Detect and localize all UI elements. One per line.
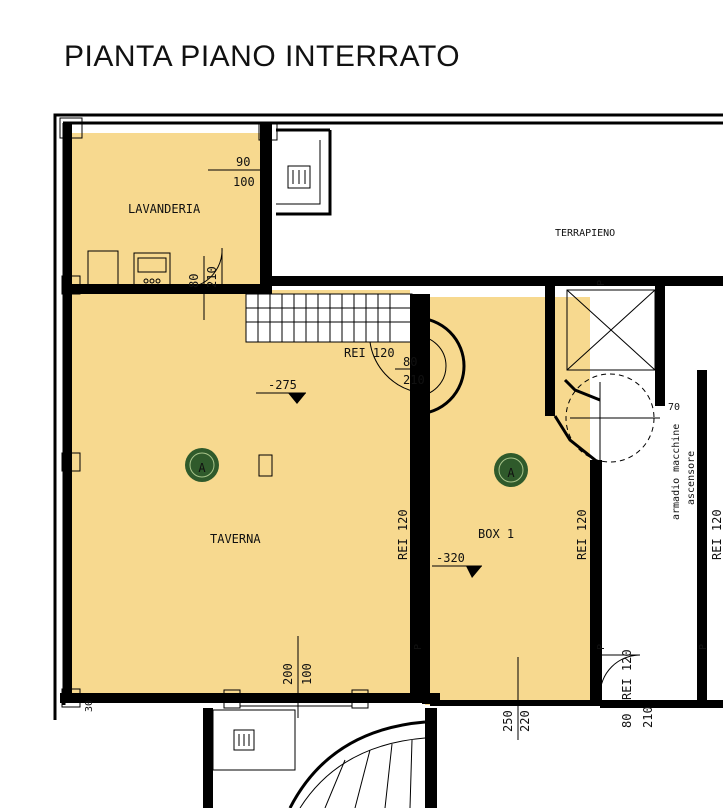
dim-right-door-h: 210 — [641, 706, 655, 728]
page-title: PIANTA PIANO INTERRATO — [64, 40, 461, 73]
rei-door: REI 120 — [620, 649, 634, 700]
dim-box-gate-w: 250 — [501, 710, 515, 732]
bottom-stairs — [203, 708, 437, 808]
room-label-lavanderia: LAVANDERIA — [128, 202, 201, 216]
spiral-door — [369, 316, 466, 416]
p-mark-left: P — [413, 644, 424, 650]
dim-lav-door-h: 210 — [205, 266, 219, 288]
taverna-room — [72, 290, 410, 693]
room-label-armadio-2: ascensore — [686, 451, 697, 505]
p-mark-right: P — [698, 644, 709, 650]
stair-treads — [245, 293, 413, 343]
lift-shaft — [553, 289, 660, 470]
dim-lav-door-w: 80 — [187, 274, 201, 288]
dim-box-gate-h: 220 — [518, 710, 532, 732]
level-marker-box — [432, 565, 482, 578]
box-room — [425, 297, 590, 705]
rei-taverna-wall: REI 120 — [396, 509, 410, 560]
stair-area — [246, 294, 412, 342]
right-door — [599, 654, 641, 696]
dim-small-30: 30 — [84, 700, 95, 712]
washing-machines — [87, 250, 171, 286]
column — [258, 454, 273, 477]
room-label-taverna: TAVERNA — [210, 532, 261, 546]
dim-spiral-w: 80 — [403, 355, 417, 369]
dim-lift-70: 70 — [668, 402, 680, 413]
dim-tav-win-w: 200 — [281, 663, 295, 685]
dim-lav-h: 100 — [233, 175, 255, 189]
room-label-terrapieno: TERRAPIENO — [555, 228, 615, 239]
room-label-armadio-1: armadio macchine — [671, 424, 682, 520]
walls — [53, 113, 723, 720]
badge-taverna: A — [185, 448, 219, 482]
room-label-box: BOX 1 — [478, 527, 514, 541]
rei-box-wall: REI 120 — [575, 509, 589, 560]
level-box: -320 — [436, 551, 465, 565]
p-mark-mid: P — [596, 644, 607, 650]
rei-stair: REI 120 — [344, 346, 395, 360]
badge-taverna-label: A — [198, 461, 206, 475]
dim-lav-w: 90 — [236, 155, 250, 169]
badge-box: A — [494, 453, 528, 487]
rei-right-wall: REI 120 — [710, 509, 723, 560]
lavanderia-door — [195, 247, 223, 287]
p-mark-top: P — [596, 280, 607, 286]
badge-box-label: A — [507, 466, 515, 480]
dim-right-door-w: 80 — [620, 714, 634, 728]
level-taverna: -275 — [268, 378, 297, 392]
dim-spiral-h: 210 — [403, 373, 425, 387]
vent-icon — [287, 165, 311, 189]
dim-tav-win-h: 100 — [300, 663, 314, 685]
level-marker-taverna — [256, 392, 306, 404]
